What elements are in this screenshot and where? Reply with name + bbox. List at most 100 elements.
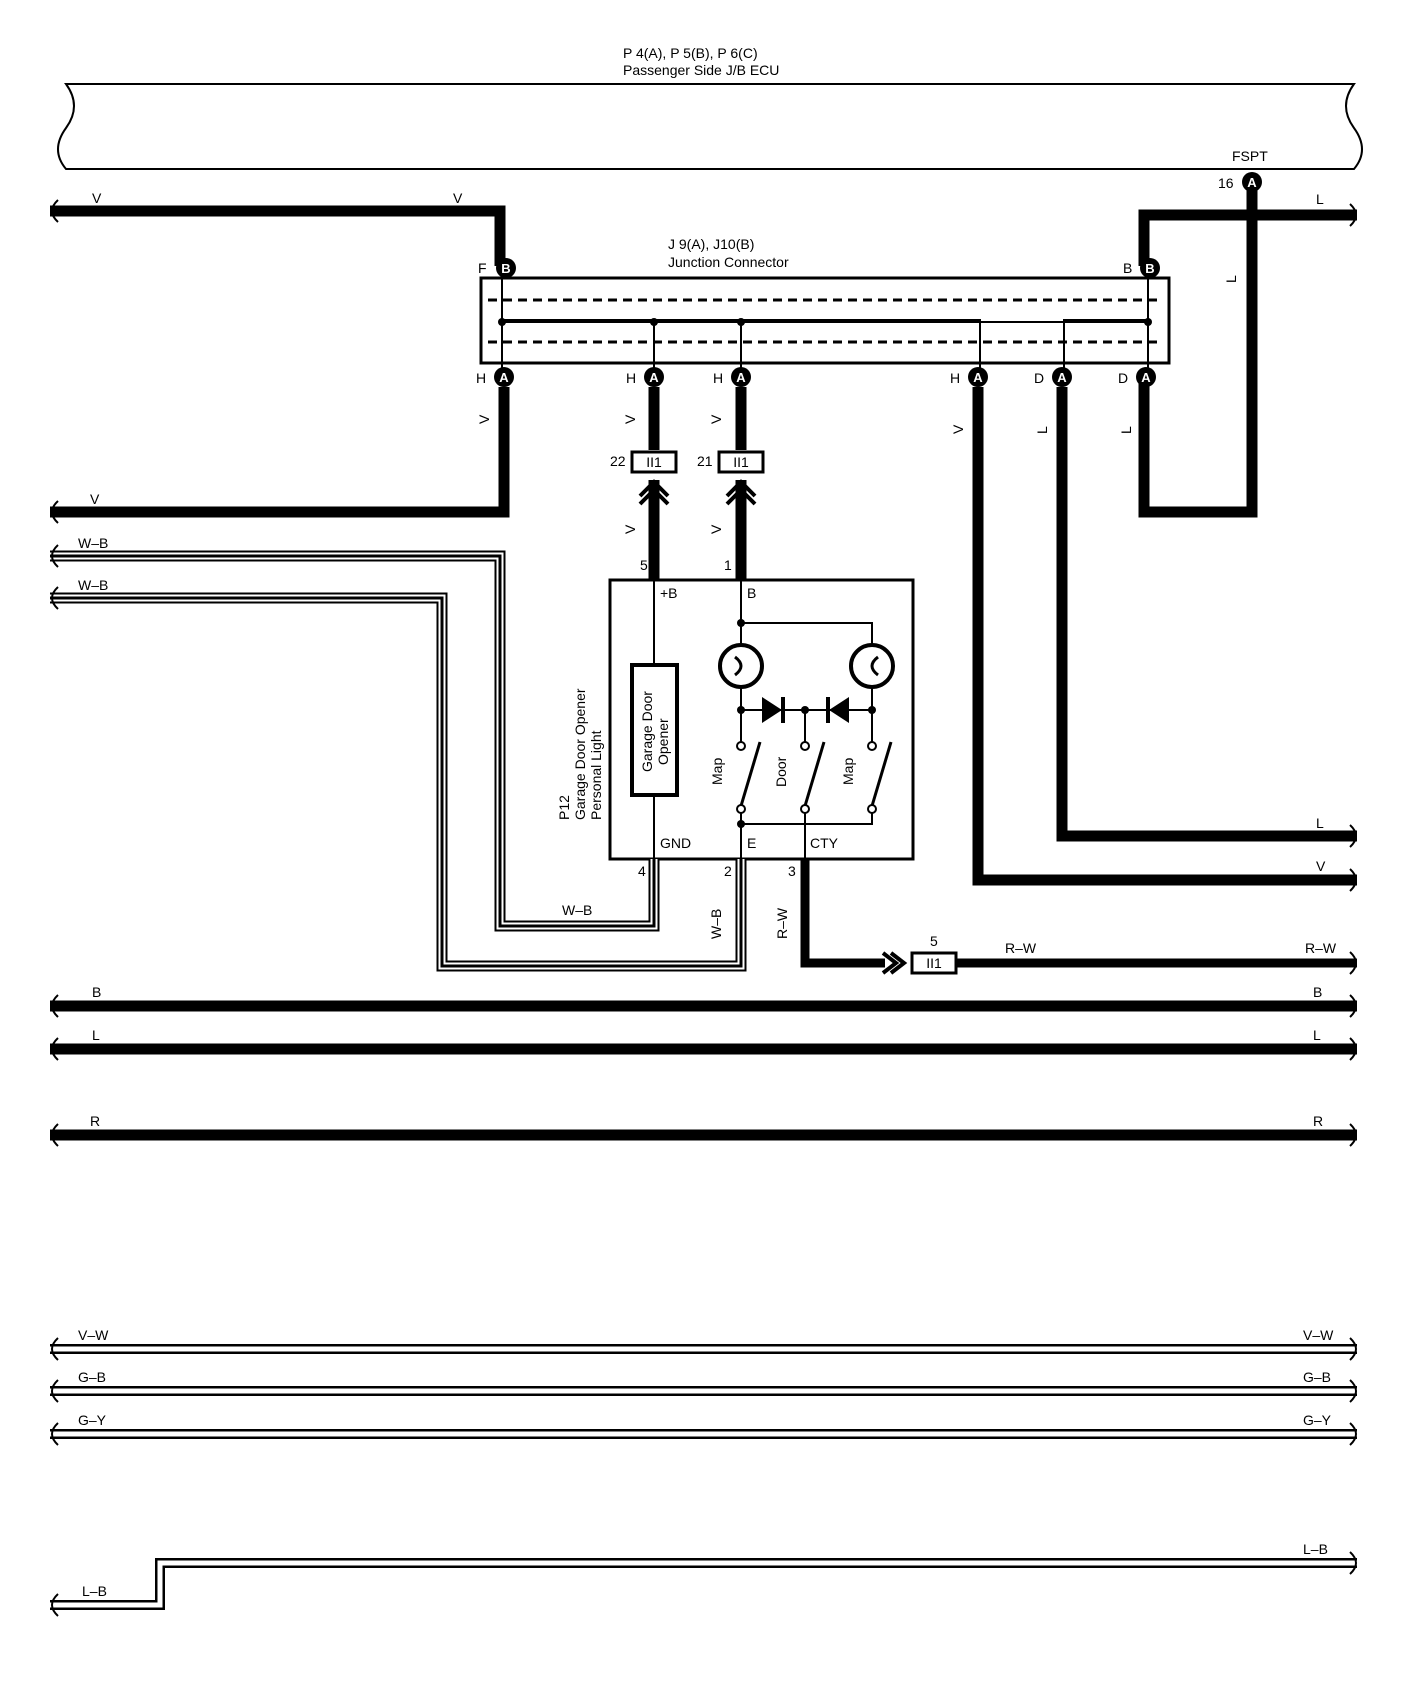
svg-text:L: L	[1118, 426, 1134, 434]
component-box	[608, 578, 915, 861]
wire-stubs-to-component: V V V V	[622, 387, 757, 580]
svg-text:B: B	[1313, 984, 1322, 1000]
svg-text:R: R	[90, 1113, 100, 1129]
svg-text:L: L	[1034, 426, 1050, 434]
jc-pin-b: B	[1123, 260, 1132, 276]
terminal-e: E	[747, 835, 756, 851]
junction-code: J 9(A), J10(B)	[668, 236, 754, 252]
jc-pin-f: F	[478, 260, 487, 276]
svg-text:L–B: L–B	[1303, 1541, 1328, 1557]
svg-text:A: A	[1057, 370, 1067, 385]
inline-pin-5: 5	[930, 933, 938, 949]
jc-pin-h3: H	[713, 370, 723, 386]
jc-pin-d1: D	[1034, 370, 1044, 386]
svg-text:G–Y: G–Y	[78, 1412, 107, 1428]
svg-text:A: A	[1141, 370, 1151, 385]
svg-text:R–W: R–W	[774, 907, 790, 939]
wire-label-v-mid-left: V	[90, 491, 100, 507]
svg-text:V: V	[708, 414, 724, 424]
terminal-cty: CTY	[810, 835, 839, 851]
jc-pin-d2: D	[1118, 370, 1128, 386]
jc-pin-h2: H	[626, 370, 636, 386]
bus-v-w: V–W V–W	[50, 1327, 1357, 1361]
connector-letter: A	[1247, 175, 1257, 190]
wire-rw: II1 5 R–W R–W R–W	[774, 859, 1357, 975]
terminal-gnd: GND	[660, 835, 691, 851]
svg-text:II1: II1	[733, 454, 749, 470]
svg-text:V: V	[708, 524, 724, 534]
svg-text:W–B: W–B	[78, 577, 108, 593]
diode-right-icon	[829, 697, 849, 723]
connector-circle	[1242, 172, 1262, 192]
pin-16: 16	[1218, 175, 1234, 191]
component-name-1: Garage Door Opener	[572, 688, 588, 820]
bus-l: L L	[50, 1027, 1357, 1061]
svg-text:L: L	[1313, 1027, 1321, 1043]
svg-text:V: V	[622, 414, 638, 424]
ecu-block: P 4(A), P 5(B), P 6(C) Passenger Side J/…	[57, 45, 1363, 170]
jc-letter-f: B	[501, 261, 510, 276]
opener-label-1: Garage Door	[639, 691, 655, 772]
terminal-b: B	[747, 585, 756, 601]
wire-jc-l-loop: L	[1118, 426, 1134, 434]
comp-pin-4: 4	[638, 863, 646, 879]
component-p12: 5 1 +B B GND E CTY P12 Garage Door Opene…	[556, 557, 915, 879]
svg-text:W–B: W–B	[78, 535, 108, 551]
switch-label-door: Door	[773, 756, 789, 787]
svg-text:B: B	[92, 984, 101, 1000]
svg-text:V: V	[1316, 858, 1326, 874]
switch-label-map-left: Map	[709, 758, 725, 785]
jc-pin-h4: H	[950, 370, 960, 386]
ecu-name: Passenger Side J/B ECU	[623, 62, 779, 78]
svg-text:G–B: G–B	[1303, 1369, 1331, 1385]
component-name-2: Personal Light	[588, 730, 604, 820]
svg-text:V–W: V–W	[1303, 1327, 1334, 1343]
terminal-plus-b: +B	[660, 585, 678, 601]
comp-pin-1: 1	[724, 557, 732, 573]
wire-label-v-left: V	[92, 190, 102, 206]
wire-wb-lower: W–B W–B	[50, 577, 747, 972]
ecu-code: P 4(A), P 5(B), P 6(C)	[623, 45, 758, 61]
switch-label-map-right: Map	[840, 758, 856, 785]
inline-pin-22: 22	[610, 453, 626, 469]
svg-text:A: A	[499, 370, 509, 385]
svg-text:W–B: W–B	[562, 902, 592, 918]
wire-top-right-l: L L	[1138, 182, 1357, 518]
svg-text:G–Y: G–Y	[1303, 1412, 1332, 1428]
wire-label-l-loop: L	[1223, 275, 1239, 283]
comp-pin-3: 3	[788, 863, 796, 879]
wire-top-left-v: V V	[50, 190, 506, 266]
wire-label-l-top-right: L	[1316, 191, 1324, 207]
comp-pin-5: 5	[640, 557, 648, 573]
svg-text:A: A	[973, 370, 983, 385]
bus-r: R R	[50, 1113, 1357, 1147]
comp-pin-2: 2	[724, 863, 732, 879]
svg-text:V–W: V–W	[78, 1327, 109, 1343]
ecu-terminal-name: FSPT	[1232, 148, 1268, 164]
svg-text:V: V	[950, 424, 966, 434]
wire-right-v: V V	[950, 387, 1357, 892]
bus-b: B B	[50, 984, 1357, 1018]
diode-left-icon	[762, 697, 782, 723]
component-code: P12	[556, 795, 572, 820]
bus-g-b: G–B G–B	[50, 1369, 1357, 1403]
wire-wb-upper: W–B W–B	[50, 535, 660, 932]
jc-letter-b: B	[1145, 261, 1154, 276]
svg-text:A: A	[736, 370, 746, 385]
ecu-connector-fspt: 16 A	[1218, 172, 1262, 192]
switch-door-icon	[803, 741, 826, 807]
bus-g-y: G–Y G–Y	[50, 1412, 1357, 1446]
inline-connector-ii1-top: 22 II1 21 II1	[610, 450, 765, 474]
svg-text:II1: II1	[646, 454, 662, 470]
svg-text:L: L	[92, 1027, 100, 1043]
wire-mid-v: V V	[50, 387, 510, 524]
garage-door-opener-box	[630, 663, 679, 797]
svg-text:A: A	[649, 370, 659, 385]
switch-map-left-icon	[739, 741, 762, 807]
junction-connector: J 9(A), J10(B) Junction Connector F B B …	[476, 236, 1171, 387]
svg-text:II1: II1	[926, 955, 942, 971]
svg-text:W–B: W–B	[708, 909, 724, 939]
opener-label-2: Opener	[655, 718, 671, 765]
svg-text:V: V	[622, 524, 638, 534]
